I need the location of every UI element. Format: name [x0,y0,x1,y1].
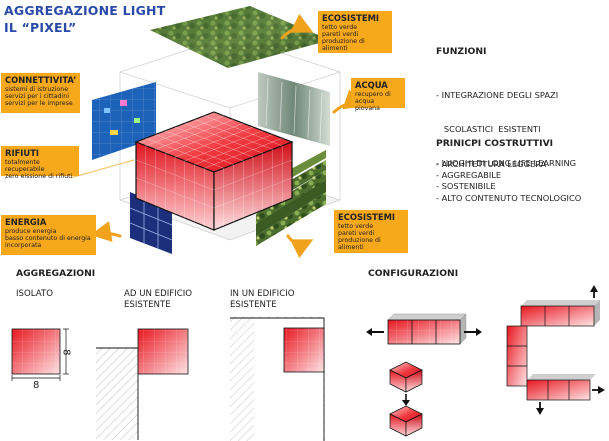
callout-energia-line: basso contenuto di energia [5,234,91,242]
funzioni-heading: FUNZIONI [436,46,487,57]
callout-connettivita-line: servizi per i cittadini [5,92,69,100]
isolato-square [11,328,69,381]
adjacent-building-label-line: ESISTENTE [124,299,171,310]
callout-energia-line: produce energia [5,227,57,235]
inside-building-drawing [230,316,325,441]
callout-ecosistemi-bottom-line: produzione di alimenti [338,237,381,252]
callout-acqua-line: acqua piovana [355,97,381,113]
aggregazioni-heading: AGGREGAZIONI [16,268,96,279]
callout-acqua: ACQUA recupero di acqua piovana [351,78,405,112]
adjacent-building-label-line: AD UN EDIFICIO [124,289,193,299]
callout-energia-heading: ENERGIA [5,217,47,227]
callout-ecosistemi-top-line: produzione di alimenti [322,38,365,53]
principi-list: - ARCHITETTURA LEGGERA - AGGREGABILE - S… [436,159,581,204]
isolato-label: ISOLATO [16,289,53,299]
page-subtitle: IL “PIXEL” [4,20,77,35]
page-title: AGGREGAZIONE LIGHT [4,3,166,18]
callout-ecosistemi-top-line: pareti verdi [322,30,359,38]
callout-ecosistemi-top-heading: ECOSISTEMI [322,13,380,23]
adjacent-building-drawing [96,328,189,440]
inside-building-label-line: IN UN EDIFICIO [230,289,295,299]
callout-acqua-heading: ACQUA [355,80,388,90]
callout-ecosistemi-bottom-heading: ECOSISTEMI [338,212,396,222]
callout-ecosistemi-bottom: ECOSISTEMI tetto verde pareti verdi prod… [334,210,408,253]
callout-ecosistemi-bottom-line: tetto verde [338,222,374,230]
dimension-width-label: 8 [33,380,40,391]
red-pixel-cube [134,111,294,231]
funzioni-list: - INTEGRAZIONE DEGLI SPAZI SCOLASTICI ES… [436,68,576,180]
inside-building-label-line: ESISTENTE [230,299,277,310]
callout-connettivita-heading: CONNETTIVITA’ [5,75,77,85]
principi-item: - AGGREGABILE [436,170,502,181]
dimension-height-label: 8 [60,349,72,356]
callout-acqua-line: recupero di [355,90,391,98]
principi-item: - ALTO CONTENUTO TECNOLOGICO [436,192,582,203]
callout-connettivita: CONNETTIVITA’ sistemi di istruzione serv… [1,73,80,113]
waste-line [69,159,135,179]
callout-rifiuti-heading: RIFIUTI [5,148,40,158]
funzioni-item: - LUOGHI DI LONG LIFE LEARNING [436,157,577,168]
callout-rifiuti-line: totalmente recuperabile [5,158,45,173]
callout-energia: ENERGIA produce energia basso contenuto … [1,215,96,255]
water-panel [258,72,330,146]
principi-item: - ARCHITETTURA LEGGERA [436,159,547,169]
callout-ecosistemi-bottom-line: pareti verdi [338,229,375,237]
config-stacked-blocks [389,361,423,437]
inside-building-label: IN UN EDIFICIO ESISTENTE [230,289,295,310]
funzioni-item: SCOLASTICI ESISTENTI [436,123,541,134]
callout-ecosistemi-top-line: tetto verde [322,23,358,31]
funzioni-item: - INTEGRAZIONE DEGLI SPAZI [436,90,559,101]
config-snake-blocks [506,285,605,415]
configurazioni-heading: CONFIGURAZIONI [368,268,459,279]
principi-heading: PRINICPI COSTRUTTIVI [436,138,554,149]
callout-connettivita-line: servizi per le imprese [5,100,73,108]
callout-connettivita-line: sistemi di istruzione [5,85,69,93]
callout-ecosistemi-top: ECOSISTEMI tetto verde pareti verdi prod… [318,11,392,53]
principi-item: - SOSTENIBILE [436,181,496,192]
callout-rifiuti: RIFIUTI totalmente recuperabile zero eis… [1,146,79,180]
callout-energia-line: incorporata [5,242,42,250]
adjacent-building-label: AD UN EDIFICIO ESISTENTE [124,289,192,310]
green-roof-panel [150,6,330,68]
callout-rifiuti-line: zero eissione di rifiuti [5,173,73,181]
config-row-blocks [366,313,482,345]
